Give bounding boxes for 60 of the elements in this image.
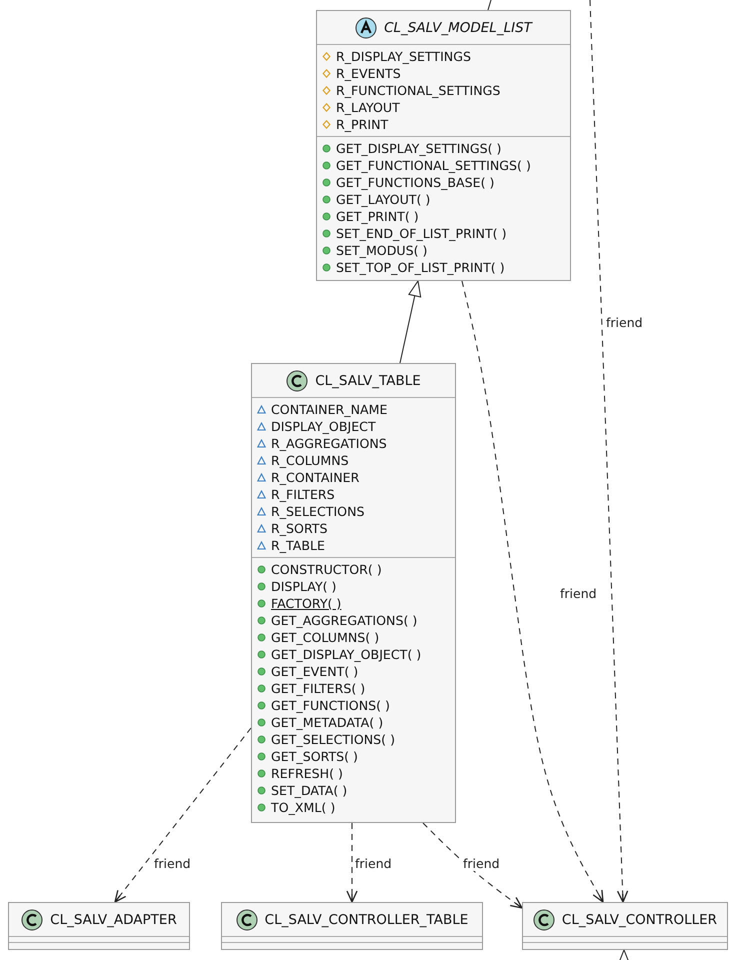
inheritance-arrow	[618, 950, 630, 960]
method-name: GET_DISPLAY_OBJECT( )	[271, 647, 422, 662]
attribute-name: R_FUNCTIONAL_SETTINGS	[336, 83, 500, 98]
class-box	[316, 10, 571, 281]
attribute-name: R_LAYOUT	[336, 100, 400, 115]
edge-label: friend	[559, 587, 598, 601]
edge-label: friend	[605, 316, 644, 330]
method-name: FACTORY( )	[271, 596, 342, 611]
class-name: CL_SALV_CONTROLLER	[562, 912, 718, 928]
method-name: CONSTRUCTOR( )	[271, 562, 382, 577]
attribute-name: DISPLAY_OBJECT	[271, 419, 376, 434]
method-name: GET_METADATA( )	[271, 715, 384, 730]
method-name: SET_TOP_OF_LIST_PRINT( )	[336, 260, 505, 275]
method-name: GET_FUNCTIONS( )	[271, 698, 390, 713]
attribute-name: R_EVENTS	[336, 66, 401, 81]
method-name: GET_AGGREGATIONS( )	[271, 613, 418, 628]
method-name: GET_LAYOUT( )	[336, 192, 430, 207]
method-name: GET_SELECTIONS( )	[271, 732, 395, 747]
class-box	[251, 363, 456, 823]
dependency-arrow	[346, 822, 358, 903]
dependency-arrow	[422, 822, 523, 909]
inheritance-arrow	[400, 280, 422, 364]
edge-label: friend	[462, 857, 501, 871]
method-name: GET_COLUMNS( )	[271, 630, 380, 645]
class-name: CL_SALV_ADAPTER	[50, 912, 177, 928]
method-name: TO_XML( )	[271, 800, 336, 815]
edge-label: friend	[153, 857, 192, 871]
attribute-name: R_COLUMNS	[271, 453, 349, 468]
method-name: GET_DISPLAY_SETTINGS( )	[336, 141, 502, 156]
method-name: GET_SORTS( )	[271, 749, 358, 764]
method-name: SET_DATA( )	[271, 783, 348, 798]
dependency-arrow	[462, 280, 604, 903]
class-box	[522, 902, 728, 950]
method-name: GET_FUNCTIONAL_SETTINGS( )	[336, 158, 531, 173]
method-name: SET_MODUS( )	[336, 243, 428, 258]
edge-label: friend	[354, 857, 393, 871]
method-name: REFRESH( )	[271, 766, 343, 781]
attribute-name: R_SORTS	[271, 521, 328, 536]
class-name: CL_SALV_MODEL_LIST	[384, 20, 532, 36]
attribute-name: R_FILTERS	[271, 487, 335, 502]
method-name: GET_PRINT( )	[336, 209, 419, 224]
attribute-name: R_CONTAINER	[271, 470, 360, 485]
attribute-name: R_SELECTIONS	[271, 504, 364, 519]
method-name: GET_EVENT( )	[271, 664, 358, 679]
dependency-arrow	[590, 0, 628, 903]
dependency-arrow	[114, 728, 252, 903]
method-name: SET_END_OF_LIST_PRINT( )	[336, 226, 506, 241]
attribute-name: CONTAINER_NAME	[271, 402, 388, 417]
connector-line	[488, 0, 492, 10]
attribute-name: R_PRINT	[336, 117, 388, 132]
class-box	[221, 902, 483, 950]
class-name: CL_SALV_CONTROLLER_TABLE	[264, 912, 468, 928]
attribute-name: R_DISPLAY_SETTINGS	[336, 49, 471, 64]
method-name: DISPLAY( )	[271, 579, 336, 594]
method-name: GET_FUNCTIONS_BASE( )	[336, 175, 494, 190]
method-name: GET_FILTERS( )	[271, 681, 366, 696]
attribute-name: R_TABLE	[271, 538, 325, 553]
class-box	[8, 902, 190, 950]
attribute-name: R_AGGREGATIONS	[271, 436, 387, 451]
class-name: CL_SALV_TABLE	[315, 372, 421, 388]
